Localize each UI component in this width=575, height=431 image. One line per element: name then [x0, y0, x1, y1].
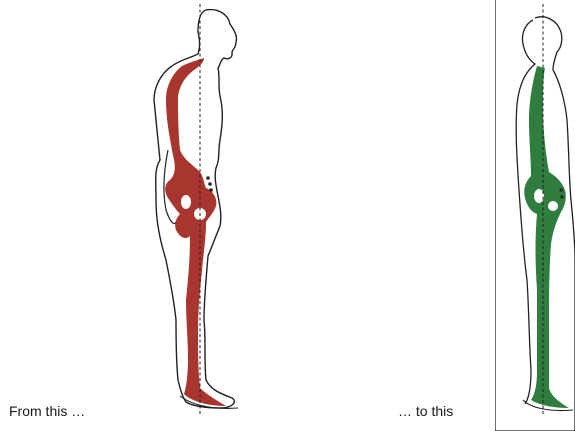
caption-after: … to this	[398, 402, 453, 420]
rib-dot	[206, 176, 210, 180]
rib-dot	[560, 195, 563, 198]
spine-and-skeleton	[524, 66, 569, 408]
pelvis-hole	[181, 195, 191, 209]
rib-dot	[209, 188, 213, 192]
hip-socket	[548, 201, 558, 211]
caption-before: From this …	[9, 402, 85, 420]
body-outline	[495, 0, 575, 431]
slouched-posture-figure	[120, 0, 260, 431]
rib-dot	[208, 182, 212, 186]
upright-posture-figure	[495, 0, 575, 431]
rib-dot	[559, 188, 562, 191]
